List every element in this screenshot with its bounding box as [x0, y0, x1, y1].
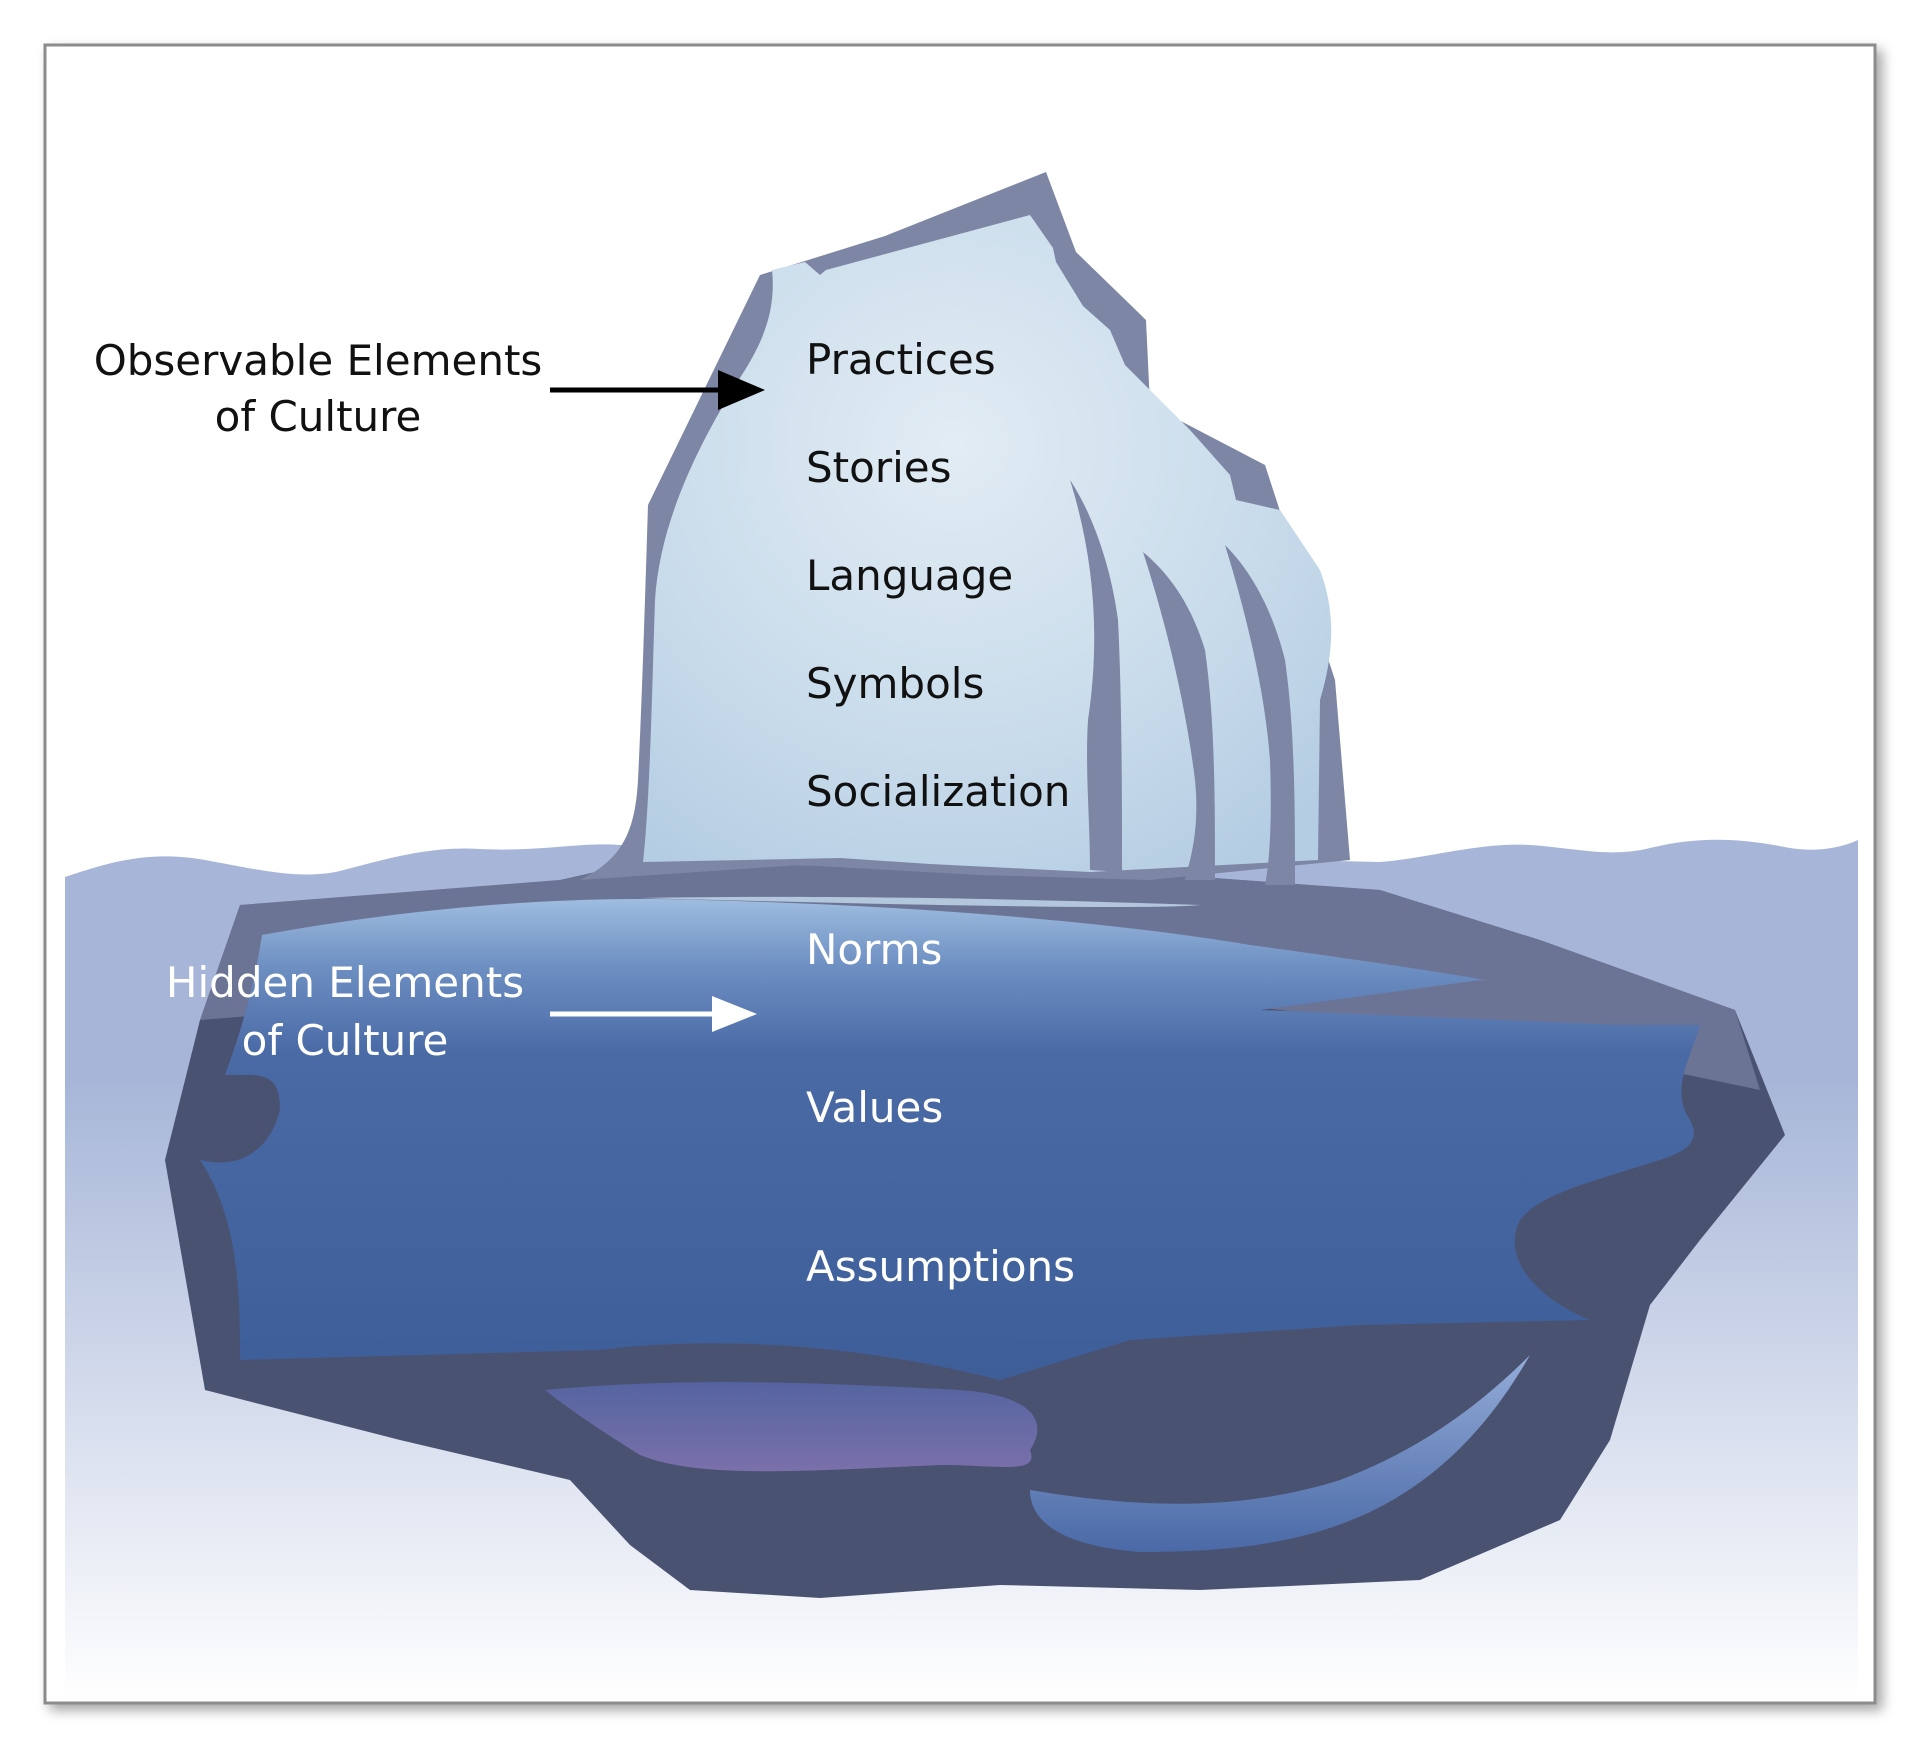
iceberg-tip-interior	[643, 215, 1332, 872]
iceberg-light-pocket	[1030, 1355, 1530, 1552]
stories-label: Stories	[806, 443, 951, 492]
iceberg-deep-interior	[200, 899, 1700, 1380]
values-label: Values	[806, 1083, 943, 1132]
observable-label-line1: Observable Elements	[94, 336, 543, 385]
socialization-label: Socialization	[806, 767, 1070, 816]
assumptions-label: Assumptions	[806, 1242, 1075, 1291]
observable-arrow	[550, 370, 765, 410]
observable-label-line2: of Culture	[215, 392, 422, 441]
iceberg-ridge-1	[1070, 480, 1122, 872]
iceberg-ridge-3	[1225, 545, 1295, 885]
iceberg-ridge-2	[1143, 552, 1215, 880]
hidden-label-line2: of Culture	[242, 1016, 449, 1065]
hidden-label-line1: Hidden Elements	[166, 958, 524, 1007]
norms-label: Norms	[806, 925, 942, 974]
practices-label: Practices	[806, 335, 996, 384]
hidden-arrow	[550, 996, 757, 1032]
iceberg-purple-pocket	[545, 1382, 1038, 1472]
symbols-label: Symbols	[806, 659, 984, 708]
waterline-highlight	[640, 896, 1200, 908]
language-label: Language	[806, 551, 1013, 600]
